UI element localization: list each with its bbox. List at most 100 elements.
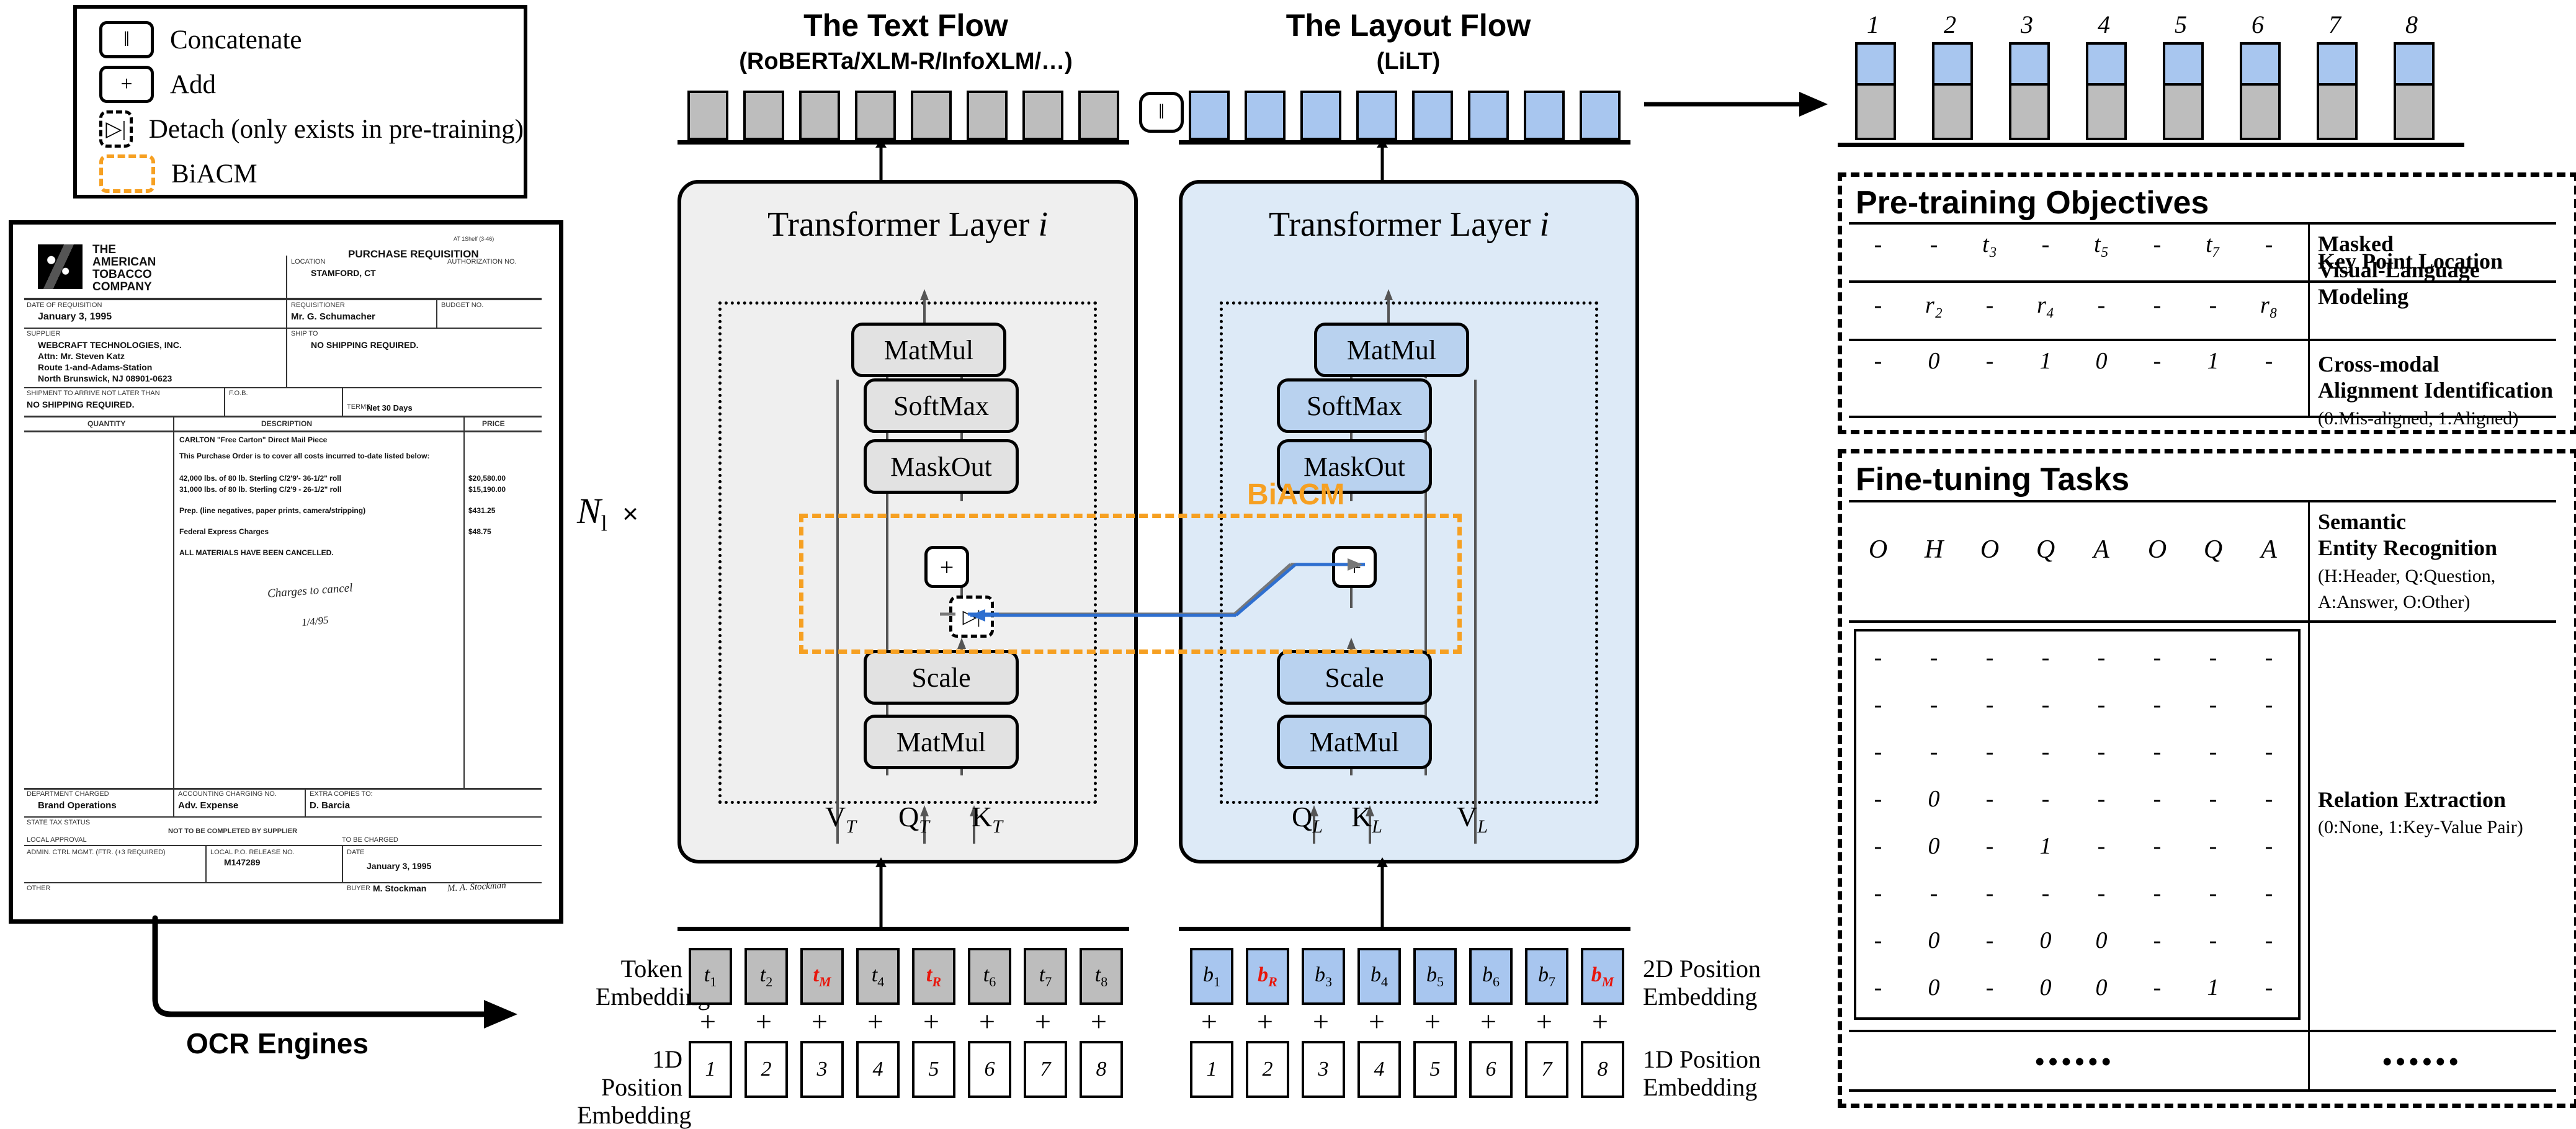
embedding-plus: +: [700, 1006, 716, 1037]
pretraining-cell: -: [2265, 348, 2273, 374]
position-embedding: 2: [745, 1041, 788, 1098]
ser-cell: Q: [2036, 535, 2055, 564]
relation-cell: -: [2265, 833, 2273, 859]
relation-cell: -: [1985, 975, 1994, 1001]
field-requester-label: REQUISITIONER: [291, 301, 345, 309]
layout-flow-rail: [1179, 140, 1630, 145]
text-flow-subtitle: (RoBERTa/XLM-R/InfoXLM/…): [739, 48, 1073, 74]
table-separator: [1849, 620, 2556, 623]
relation-cell: -: [1874, 786, 1882, 812]
embedding-token: b6: [1469, 948, 1513, 1005]
legend-label-add: Add: [170, 69, 217, 99]
layout-output-token: [1189, 91, 1230, 140]
input-q-layout: QL: [1292, 801, 1323, 837]
output-token-text-part: [2317, 83, 2358, 140]
output-token-index: 8: [2405, 11, 2418, 38]
relation-cell: -: [2153, 880, 2162, 906]
table-row: Federal Express Charges: [179, 527, 269, 536]
embedding-token: t6: [968, 948, 1011, 1005]
relation-cell: 0: [1928, 833, 1940, 859]
position-embedding: 4: [856, 1041, 900, 1098]
ocr-arrow: [152, 915, 517, 1029]
pretraining-cell: t₅: [2094, 231, 2109, 257]
relation-cell: 0: [2095, 927, 2108, 953]
relation-cell: -: [1874, 645, 1882, 671]
field-fob-label: F.O.B.: [229, 390, 248, 397]
relation-cell: -: [2153, 833, 2162, 859]
relation-cell: -: [2265, 786, 2273, 812]
relation-cell: -: [2153, 927, 2162, 953]
pretraining-cell: -: [1874, 231, 1882, 257]
embedding-plus: +: [1480, 1006, 1496, 1037]
pos2d-embedding-label: 2D Position Embedding: [1643, 955, 1761, 1011]
relation-cell: -: [1985, 880, 1994, 906]
ser-cell: H: [1924, 535, 1944, 564]
pretraining-cell: 0: [1928, 348, 1940, 374]
relation-cell: -: [2265, 739, 2273, 765]
field-tobe-charged: TO BE CHARGED: [342, 836, 398, 844]
relation-cell: -: [2153, 692, 2162, 718]
doc-title: PURCHASE REQUISITION: [348, 248, 479, 260]
relation-cell: 1: [2039, 833, 2052, 859]
relation-cell: 0: [2039, 975, 2052, 1001]
field-terms-value: Net 30 Days: [367, 403, 413, 413]
layout-output-token: [1300, 91, 1341, 140]
relation-cell: -: [1930, 692, 1938, 718]
biacm-region: [799, 514, 1462, 654]
embedding-token: b4: [1357, 948, 1401, 1005]
company-name-line4: COMPANY: [92, 280, 152, 293]
ellipsis-right: ••••••: [2382, 1046, 2462, 1077]
field-extra-label: EXTRA COPIES TO:: [310, 790, 373, 798]
table-separator: [1849, 416, 2556, 418]
pretraining-cell: t₃: [1982, 231, 1997, 257]
output-token-index: 3: [2021, 11, 2033, 38]
relation-cell: -: [2153, 786, 2162, 812]
col-header-description: DESCRIPTION: [261, 419, 313, 428]
op-scale-layout: Scale: [1277, 650, 1432, 705]
relation-matrix-frame: [1854, 629, 2301, 1020]
table-row: Prep. (line negatives, paper prints, cam…: [179, 506, 366, 515]
relation-cell: -: [2209, 786, 2217, 812]
pretraining-cell: -: [2153, 231, 2162, 257]
field-date-label: DATE OF REQUISITION: [27, 301, 102, 309]
table-separator: [1849, 280, 2556, 283]
field-supplier-label: SUPPLIER: [27, 330, 61, 337]
ocr-engines-label: OCR Engines: [186, 1027, 369, 1060]
relation-cell: -: [2041, 786, 2050, 812]
layout-output-token: [1245, 91, 1286, 140]
transformer-layout-title: Transformer Layer i: [1268, 205, 1550, 244]
output-token-layout-part: [2009, 42, 2050, 86]
op-matmul-layout-top: MatMul: [1314, 323, 1469, 377]
position-embedding: 3: [800, 1041, 844, 1098]
relation-cell: -: [1985, 786, 1994, 812]
pretraining-cell: -: [2153, 292, 2162, 318]
pretraining-objective-label: Key Point Location: [2318, 249, 2503, 274]
output-token-index: 6: [2252, 11, 2264, 38]
text-output-token: [799, 91, 840, 140]
field-arrive-label: SHIPMENT TO ARRIVE NOT LATER THAN: [27, 390, 160, 397]
field-state-label: STATE TAX STATUS: [27, 819, 91, 826]
field-budget-label: BUDGET NO.: [441, 301, 484, 309]
relation-cell: -: [2209, 927, 2217, 953]
position-embedding: 8: [1581, 1041, 1624, 1098]
text-flow-title: The Text Flow: [803, 8, 1008, 43]
relation-cell: -: [2209, 645, 2217, 671]
handwriting-date: 1/4/95: [301, 614, 329, 629]
output-rail: [1838, 143, 2464, 147]
output-token-text-part: [2163, 83, 2204, 140]
op-softmax-text: SoftMax: [864, 378, 1019, 433]
embedding-token: t7: [1024, 948, 1067, 1005]
ellipsis-left: ••••••: [2035, 1046, 2115, 1077]
output-token-layout-part: [2240, 42, 2281, 86]
output-token-layout-part: [1855, 42, 1896, 86]
position-embedding: 7: [1525, 1041, 1568, 1098]
legend-label-concatenate: Concatenate: [170, 25, 302, 55]
position-embedding: 1: [689, 1041, 732, 1098]
transformer-text-title: Transformer Layer i: [767, 205, 1049, 244]
relation-cell: -: [2097, 880, 2106, 906]
output-token-layout-part: [2317, 42, 2358, 86]
output-token-text-part: [2009, 83, 2050, 140]
text-embed-up-arrow: [875, 857, 887, 928]
